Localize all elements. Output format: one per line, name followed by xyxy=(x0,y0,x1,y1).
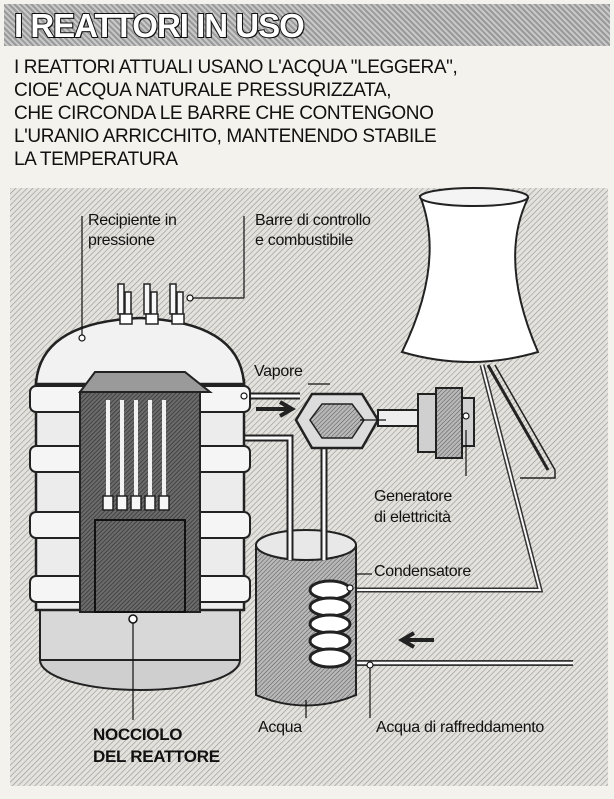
label-recipiente-line2: pressione xyxy=(88,232,155,249)
intro-line: CHE CIRCONDA LE BARRE CHE CONTENGONO xyxy=(14,103,434,124)
label-generatore-line2: di elettricità xyxy=(374,509,451,526)
intro-line: I REATTORI ATTUALI USANO L'ACQUA "LEGGER… xyxy=(14,57,458,78)
label-nocciolo-line1: NOCCIOLO xyxy=(93,725,183,744)
label-acqua: Acqua xyxy=(258,719,302,736)
label-nocciolo-line2: DEL REATTORE xyxy=(93,747,220,766)
flow-arrow-cooling xyxy=(398,631,434,649)
label-recipiente-line1: Recipiente in xyxy=(88,212,177,229)
intro-text: I REATTORI ATTUALI USANO L'ACQUA "LEGGER… xyxy=(14,56,474,171)
label-acqua-raffreddamento: Acqua di raffreddamento xyxy=(376,719,545,736)
page-title: I REATTORI IN USO xyxy=(13,6,306,45)
reactor-vessel xyxy=(29,283,251,720)
label-barre-line2: e combustibile xyxy=(255,232,354,249)
label-barre-line1: Barre di controllo xyxy=(255,212,371,229)
title-banner: I REATTORI IN USO xyxy=(4,4,610,46)
intro-line: CIOE' ACQUA NATURALE PRESSURIZZATA, xyxy=(14,80,392,101)
condenser-tank xyxy=(255,529,357,707)
intro-line: L'URANIO ARRICCHITO, MANTENENDO STABILE xyxy=(14,126,437,147)
condenser-coil xyxy=(308,579,352,669)
generator xyxy=(417,387,475,459)
leader-lines xyxy=(78,216,470,718)
core-marker xyxy=(128,614,138,624)
turbine xyxy=(294,392,419,450)
label-generatore-line1: Generatore xyxy=(374,488,452,505)
label-condensatore: Condensatore xyxy=(374,563,471,580)
flow-arrow-steam xyxy=(256,400,296,418)
label-vapore: Vapore xyxy=(254,363,303,380)
cooling-tower xyxy=(400,187,556,479)
intro-line: LA TEMPERATURA xyxy=(14,149,178,170)
